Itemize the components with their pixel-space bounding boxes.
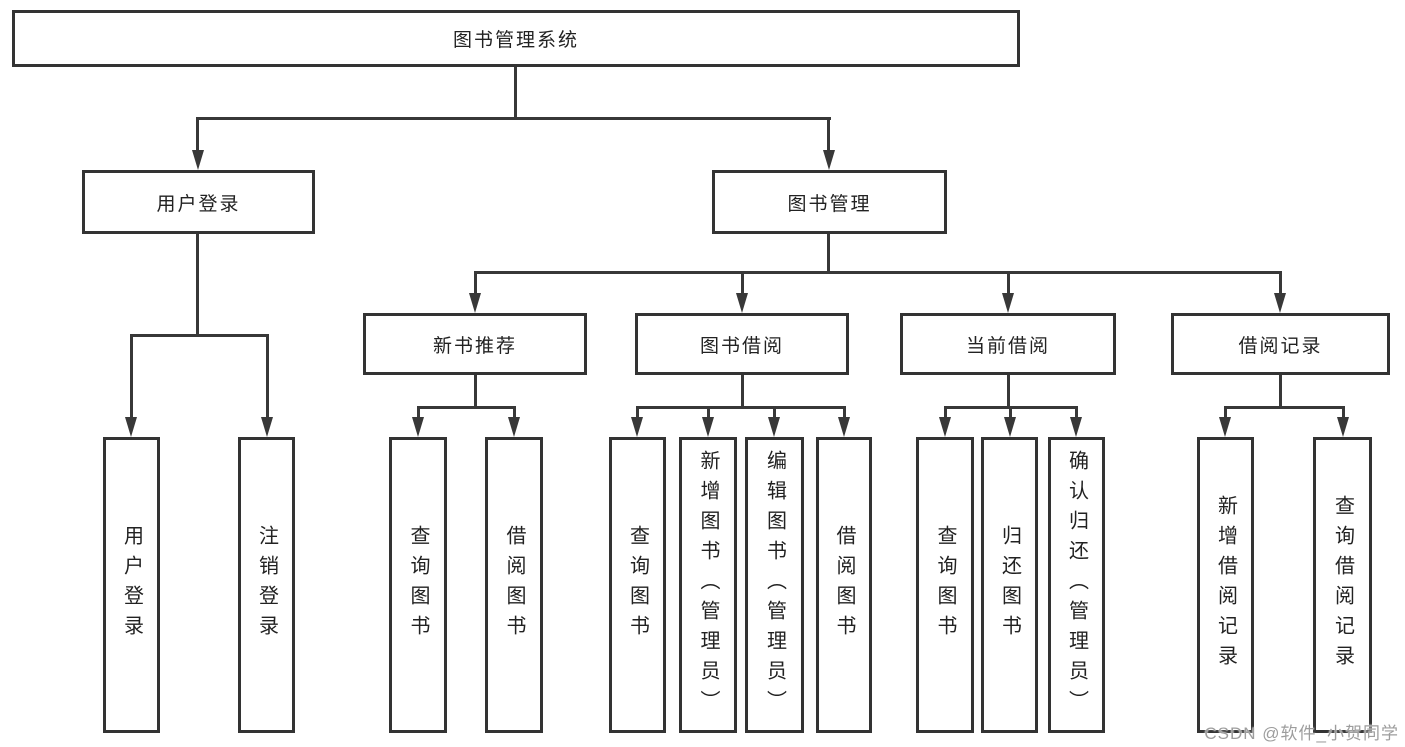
leaf-label: 查询图书 — [626, 525, 649, 645]
node-label: 图书管理系统 — [452, 30, 579, 51]
connector — [130, 334, 269, 337]
connector — [514, 65, 517, 119]
leaf-add-book-admin: 新增图书（管理员） — [679, 437, 737, 733]
arrow-down-icon — [1004, 417, 1016, 437]
arrow-down-icon — [1002, 293, 1014, 313]
arrow-down-icon — [412, 417, 424, 437]
leaf-label: 归还图书 — [998, 525, 1021, 645]
connector — [266, 334, 269, 419]
node-user-login: 用户登录 — [82, 170, 315, 234]
node-label: 图书管理 — [787, 193, 872, 215]
leaf-label: 查询图书 — [934, 525, 956, 645]
arrow-down-icon — [736, 293, 748, 313]
connector — [636, 406, 846, 409]
leaf-add-borrow-record: 新增借阅记录 — [1197, 437, 1254, 733]
node-label: 新书推荐 — [432, 335, 517, 357]
connector — [474, 374, 477, 408]
arrow-down-icon — [768, 417, 780, 437]
node-book-management: 图书管理 — [712, 170, 947, 234]
leaf-label: 确认归还（管理员） — [1065, 450, 1088, 720]
node-current-borrow: 当前借阅 — [900, 313, 1116, 375]
leaf-borrow-book: 借阅图书 — [816, 437, 872, 733]
connector — [827, 233, 830, 273]
connector — [1007, 374, 1010, 408]
connector — [1224, 406, 1227, 419]
leaf-recommend-borrow-book: 借阅图书 — [485, 437, 543, 733]
node-label: 用户登录 — [156, 193, 241, 215]
connector — [417, 406, 516, 409]
node-book-borrow: 图书借阅 — [635, 313, 849, 375]
leaf-logout: 注销登录 — [238, 437, 295, 733]
arrow-down-icon — [192, 150, 204, 170]
leaf-current-query-book: 查询图书 — [916, 437, 974, 733]
arrow-down-icon — [1070, 417, 1082, 437]
connector — [741, 271, 744, 295]
connector — [474, 271, 1282, 274]
arrow-down-icon — [1274, 293, 1286, 313]
leaf-borrow-query-book: 查询图书 — [609, 437, 666, 733]
leaf-label: 注销登录 — [255, 525, 278, 645]
connector — [843, 406, 846, 419]
leaf-user-login: 用户登录 — [103, 437, 160, 733]
connector — [513, 406, 516, 419]
arrow-down-icon — [939, 417, 951, 437]
connector — [1279, 271, 1282, 295]
connector — [1224, 406, 1344, 409]
csdn-watermark: CSDN @软件_小贺同学 — [1204, 724, 1399, 743]
leaf-label: 借阅图书 — [503, 525, 525, 645]
leaf-label: 新增图书（管理员） — [697, 450, 719, 720]
leaf-label: 编辑图书（管理员） — [763, 450, 786, 720]
leaf-label: 查询图书 — [407, 525, 429, 645]
leaf-edit-book-admin: 编辑图书（管理员） — [745, 437, 804, 733]
connector — [196, 233, 199, 336]
leaf-recommend-query-book: 查询图书 — [389, 437, 447, 733]
leaf-label: 查询借阅记录 — [1331, 495, 1354, 675]
arrow-down-icon — [1219, 417, 1231, 437]
node-label: 当前借阅 — [965, 335, 1050, 357]
connector — [944, 406, 947, 419]
connector — [474, 271, 477, 295]
connector — [1075, 406, 1078, 419]
arrow-down-icon — [261, 417, 273, 437]
connector — [417, 406, 420, 419]
arrow-down-icon — [508, 417, 520, 437]
arrow-down-icon — [1337, 417, 1349, 437]
connector — [1009, 406, 1012, 419]
connector — [1007, 271, 1010, 295]
connector — [1342, 406, 1345, 419]
arrow-down-icon — [125, 417, 137, 437]
connector — [741, 374, 744, 408]
connector — [130, 334, 133, 419]
connector — [1279, 374, 1282, 408]
leaf-label: 新增借阅记录 — [1214, 495, 1237, 675]
node-library-system: 图书管理系统 — [12, 10, 1020, 67]
connector — [636, 406, 639, 419]
connector — [196, 117, 199, 151]
leaf-return-book: 归还图书 — [981, 437, 1038, 733]
node-label: 借阅记录 — [1238, 335, 1323, 357]
arrow-down-icon — [838, 417, 850, 437]
connector — [707, 406, 710, 419]
leaf-query-borrow-record: 查询借阅记录 — [1313, 437, 1372, 733]
node-borrow-record: 借阅记录 — [1171, 313, 1390, 375]
node-label: 图书借阅 — [699, 335, 784, 357]
leaf-label: 借阅图书 — [833, 525, 855, 645]
connector — [827, 117, 830, 151]
arrow-down-icon — [469, 293, 481, 313]
connector — [197, 117, 831, 120]
connector — [773, 406, 776, 419]
arrow-down-icon — [631, 417, 643, 437]
leaf-label: 用户登录 — [120, 525, 143, 645]
node-new-book-recommend: 新书推荐 — [363, 313, 587, 375]
leaf-confirm-return-admin: 确认归还（管理员） — [1048, 437, 1105, 733]
arrow-down-icon — [702, 417, 714, 437]
arrow-down-icon — [823, 150, 835, 170]
